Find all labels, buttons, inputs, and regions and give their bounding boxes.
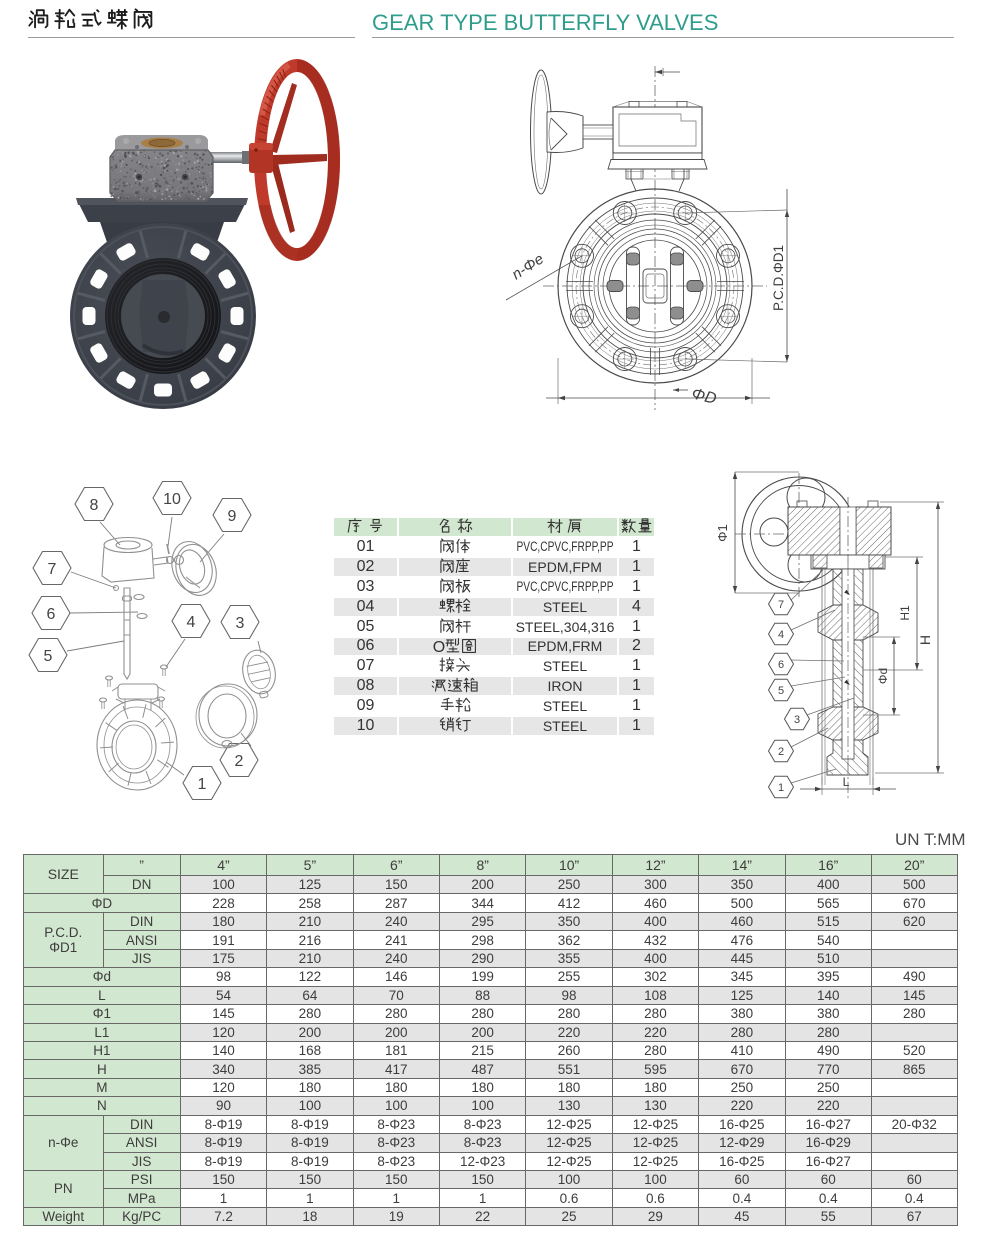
svg-text:PVC,CPVC,FRPP,PP: PVC,CPVC,FRPP,PP xyxy=(517,579,614,594)
svg-text:2: 2 xyxy=(235,753,244,770)
svg-text:Φd: Φd xyxy=(876,668,890,684)
svg-text:4: 4 xyxy=(778,629,784,641)
svg-text:3: 3 xyxy=(236,615,245,632)
svg-text:PVC,CPVC,FRPP,PP: PVC,CPVC,FRPP,PP xyxy=(517,539,614,554)
svg-text:Φ1: Φ1 xyxy=(715,524,730,542)
svg-text:3: 3 xyxy=(794,714,800,726)
svg-text:6: 6 xyxy=(778,659,784,671)
svg-text:1: 1 xyxy=(778,782,784,794)
svg-text:1: 1 xyxy=(198,776,207,793)
svg-text:6: 6 xyxy=(47,606,56,623)
svg-text:7: 7 xyxy=(48,561,57,578)
svg-text:9: 9 xyxy=(228,508,237,525)
svg-text:2: 2 xyxy=(778,746,784,758)
svg-text:H1: H1 xyxy=(898,605,912,621)
svg-text:L: L xyxy=(843,775,850,789)
svg-text:5: 5 xyxy=(778,685,784,697)
svg-text:8: 8 xyxy=(90,497,99,514)
svg-text:4: 4 xyxy=(187,614,196,631)
svg-text:H: H xyxy=(917,635,933,645)
svg-text:P.C.D.ΦD1: P.C.D.ΦD1 xyxy=(771,245,786,311)
svg-text:n-Φe: n-Φe xyxy=(509,250,547,283)
svg-text:10: 10 xyxy=(163,491,181,508)
svg-text:5: 5 xyxy=(44,648,53,665)
svg-text:ΦD: ΦD xyxy=(690,385,719,408)
svg-text:7: 7 xyxy=(778,599,784,611)
